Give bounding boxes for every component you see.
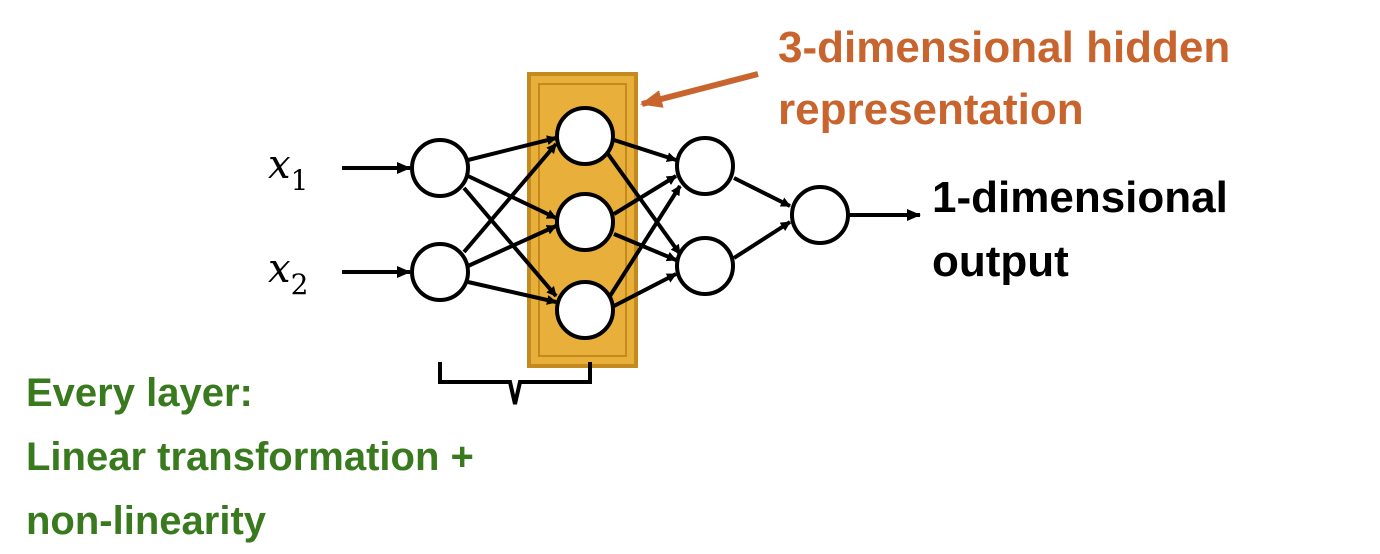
layer-brace	[438, 362, 592, 405]
hidden-node-1	[555, 106, 615, 166]
nodes	[410, 106, 850, 340]
input-label-2: x2	[268, 246, 308, 301]
layer-annotation: Every layer: Linear transformation + non…	[26, 371, 485, 543]
hidden2-node-1	[675, 136, 735, 196]
input-label-1: x1	[268, 142, 308, 197]
output-node	[790, 185, 850, 245]
input-node-2	[410, 242, 470, 302]
hidden-node-2	[555, 192, 615, 252]
output-annotation: 1-dimensional output	[932, 173, 1240, 286]
connections	[462, 135, 792, 308]
hidden-annotation-arrow	[640, 71, 759, 108]
hidden-layer-inner-border	[538, 83, 627, 357]
hidden-annotation: 3-dimensional hidden representation	[778, 23, 1243, 134]
hidden-node-3	[555, 280, 615, 340]
hidden2-node-2	[675, 236, 735, 296]
input-node-1	[410, 138, 470, 198]
